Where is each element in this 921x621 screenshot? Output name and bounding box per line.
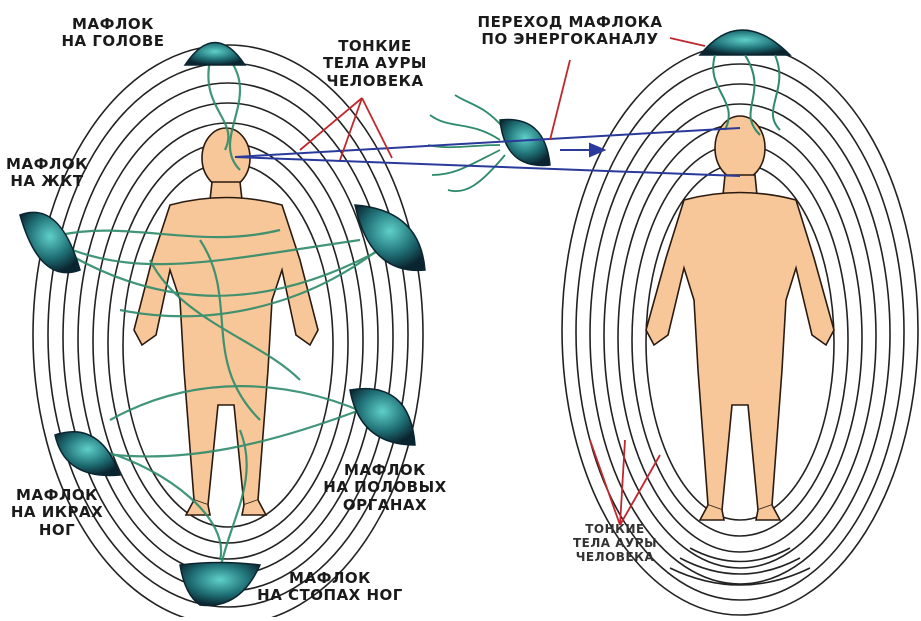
jellyfish-icon [20, 212, 80, 272]
label-maflok-transfer: ПЕРЕХОД МАФЛОКА ПО ЭНЕРГОКАНАЛУ [455, 14, 685, 49]
human-figure-right [646, 116, 834, 520]
label-maflok-calves: МАФЛОК НА ИКРАХ НОГ [2, 487, 112, 539]
jellyfish-icon [350, 389, 415, 445]
label-maflok-feet: МАФЛОК НА СТОПАХ НОГ [240, 570, 420, 605]
label-maflok-gi: МАФЛОК НА ЖКТ [2, 156, 92, 191]
label-maflok-genitals: МАФЛОК НА ПОЛОВЫХ ОРГАНАХ [315, 462, 455, 514]
jellyfish-icon [55, 432, 120, 476]
pointer-lines [300, 38, 705, 525]
label-maflok-head: МАФЛОК НА ГОЛОВЕ [38, 16, 188, 51]
label-aura-bottom: ТОНКИЕ ТЕЛА АУРЫ ЧЕЛОВЕКА [545, 523, 685, 564]
label-aura-top: ТОНКИЕ ТЕЛА АУРЫ ЧЕЛОВЕКА [305, 38, 445, 90]
jellyfish-icon [355, 205, 425, 270]
